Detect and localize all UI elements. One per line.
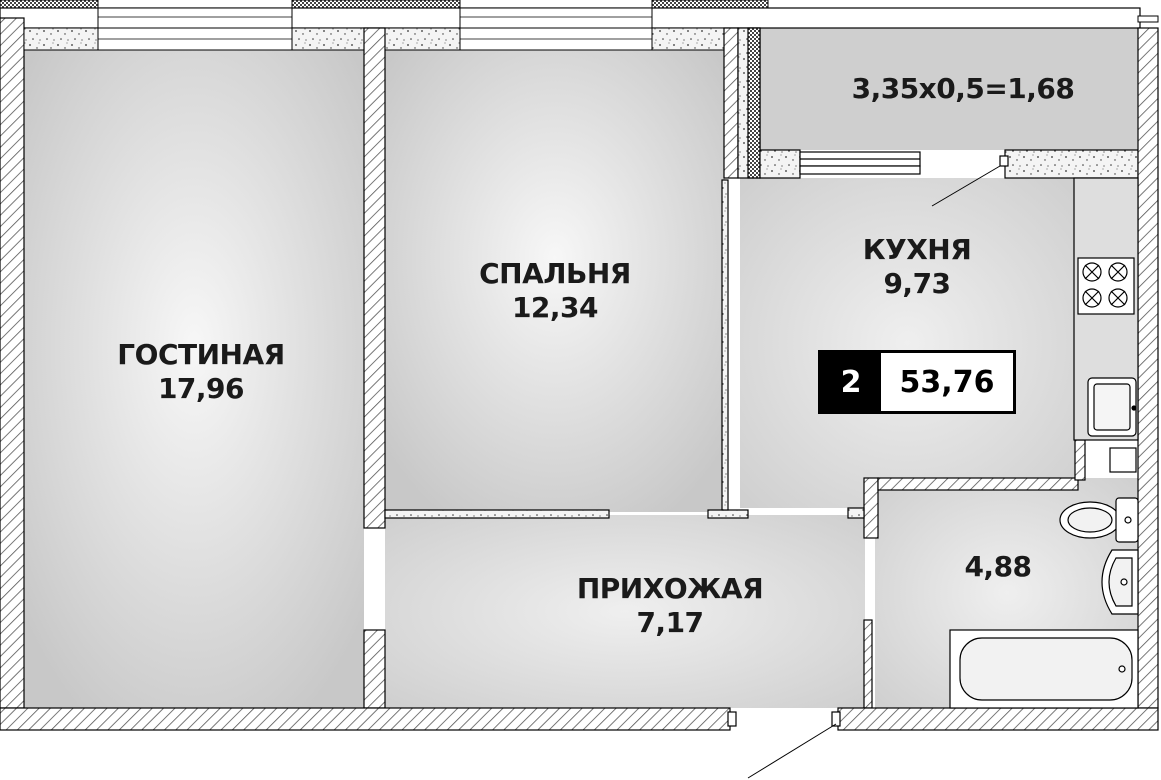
hallway-name: ПРИХОЖАЯ bbox=[576, 572, 764, 605]
total-area: 53,76 bbox=[899, 364, 995, 400]
hallway-area: 7,17 bbox=[636, 605, 704, 639]
bedroom-floor bbox=[385, 50, 725, 512]
kitchen-label: КУХНЯ 9,73 bbox=[842, 233, 992, 300]
living-room-floor bbox=[24, 50, 364, 708]
floor-areas bbox=[24, 28, 1140, 708]
walls bbox=[0, 27, 1159, 731]
bathroom-fixtures bbox=[949, 497, 1139, 709]
rooms-count: 2 bbox=[821, 353, 881, 411]
kitchen-name: КУХНЯ bbox=[862, 233, 972, 266]
kitchen-area: 9,73 bbox=[883, 266, 951, 300]
bedroom-name: СПАЛЬНЯ bbox=[479, 257, 631, 290]
washer-icon bbox=[1109, 447, 1137, 473]
bedroom-label: СПАЛЬНЯ 12,34 bbox=[455, 257, 655, 324]
hallway-floor bbox=[385, 515, 865, 708]
washbasin-icon bbox=[1101, 549, 1139, 615]
living-room-name: ГОСТИНАЯ bbox=[117, 338, 285, 371]
toilet-icon bbox=[1059, 497, 1139, 543]
pointer-lines bbox=[747, 165, 1001, 779]
top-facade bbox=[0, 0, 1159, 709]
bathroom-area: 4,88 bbox=[964, 550, 1032, 583]
balcony-floor bbox=[760, 28, 1140, 150]
apartment-badge: 2 53,76 bbox=[818, 350, 1016, 414]
balcony-formula: 3,35x0,5=1,68 bbox=[851, 72, 1075, 105]
bedroom-area: 12,34 bbox=[511, 290, 599, 324]
bathtub-icon bbox=[949, 629, 1139, 709]
living-room-area: 17,96 bbox=[157, 371, 245, 405]
living-room-label: ГОСТИНАЯ 17,96 bbox=[96, 338, 306, 405]
kitchen-counter bbox=[1073, 177, 1139, 473]
hallway-label: ПРИХОЖАЯ 7,17 bbox=[560, 572, 780, 639]
kitchen-floor bbox=[740, 178, 1075, 508]
